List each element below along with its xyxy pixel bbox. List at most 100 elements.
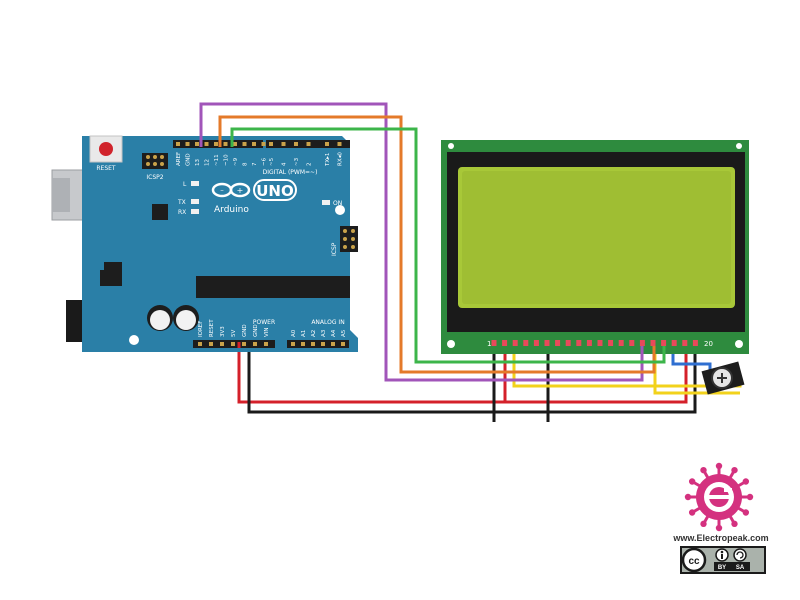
lcd-pin[interactable] — [555, 340, 561, 346]
lcd-pin[interactable] — [671, 340, 677, 346]
power-pin[interactable] — [264, 342, 268, 346]
lcd-pin[interactable] — [523, 340, 529, 346]
digital-pin-label: ~10 — [224, 154, 230, 166]
lcd-pin[interactable] — [512, 340, 518, 346]
lcd-pin[interactable] — [491, 340, 497, 346]
lcd-pin[interactable] — [692, 340, 698, 346]
lcd-pin[interactable] — [586, 340, 592, 346]
digital-pin[interactable] — [233, 142, 237, 146]
digital-pin[interactable] — [261, 142, 266, 146]
digital-pin-label: RX◂0 — [338, 152, 344, 166]
lcd-pin[interactable] — [576, 340, 582, 346]
analog-pin-label: A4 — [331, 329, 337, 337]
cc-license-badge: cc BY SA — [680, 546, 766, 574]
electropeak-logo — [684, 462, 754, 532]
lcd-pin[interactable] — [502, 340, 508, 346]
analog-pin[interactable] — [291, 342, 295, 346]
digital-pin-label: 7 — [252, 162, 258, 166]
digital-pin-label: GND — [186, 153, 192, 166]
lcd-pin[interactable] — [682, 340, 688, 346]
digital-pin-label: 12 — [205, 159, 211, 166]
electropeak-site[interactable]: www.Electropeak.com — [672, 533, 768, 543]
lcd-pin[interactable] — [565, 340, 571, 346]
reset-button-knob[interactable] — [99, 142, 113, 156]
digital-pin[interactable] — [337, 142, 342, 146]
lcd-pin-last-label: 20 — [704, 340, 713, 348]
lcd-pin[interactable] — [618, 340, 624, 346]
lcd-pin[interactable] — [661, 340, 667, 346]
wire-orange — [218, 115, 656, 374]
power-pin[interactable] — [253, 342, 257, 346]
led-tx — [191, 199, 199, 204]
digital-pin[interactable] — [223, 142, 228, 146]
led-l-label: L — [183, 181, 187, 188]
lcd-pin[interactable] — [639, 340, 645, 346]
arduino-brand: Arduino — [214, 205, 249, 215]
uno-badge — [253, 179, 297, 201]
digital-pin[interactable] — [242, 142, 247, 146]
power-pin-label: VIN — [264, 328, 270, 338]
potentiometer[interactable] — [701, 361, 745, 395]
power-label: POWER — [253, 319, 275, 326]
digital-pin-label: 2 — [307, 163, 313, 167]
digital-pin[interactable] — [306, 142, 311, 146]
digital-pin-label: AREF — [176, 152, 182, 166]
digital-pin[interactable] — [185, 142, 190, 146]
digital-pin[interactable] — [214, 142, 218, 146]
digital-pin[interactable] — [281, 142, 286, 146]
power-pin[interactable] — [198, 342, 202, 346]
lcd-pin[interactable] — [533, 340, 539, 346]
led-tx-label: TX — [177, 199, 186, 206]
analog-pin-label: A5 — [341, 329, 347, 337]
icsp2-header — [142, 153, 168, 169]
analog-pin[interactable] — [311, 342, 315, 346]
led-on — [322, 200, 330, 205]
digital-pin[interactable] — [176, 142, 180, 146]
digital-pin[interactable] — [195, 142, 199, 146]
power-pin-label: GND — [253, 324, 259, 337]
analog-pin[interactable] — [301, 342, 305, 346]
led-rx — [191, 209, 199, 214]
digital-pin-label: ~5 — [269, 157, 275, 166]
power-pin[interactable] — [220, 342, 224, 346]
sa-icon — [733, 548, 747, 562]
wire-lcd-blue — [671, 346, 712, 372]
icsp2-label: ICSP2 — [146, 174, 163, 181]
analog-header — [287, 340, 349, 348]
lcd-pin[interactable] — [597, 340, 603, 346]
lcd-pin[interactable] — [650, 340, 656, 346]
uno-label: UNO — [256, 182, 294, 200]
wire-purple — [199, 102, 644, 382]
digital-pin[interactable] — [325, 142, 329, 146]
led-l — [191, 181, 199, 186]
power-pin[interactable] — [209, 342, 213, 346]
cc-icon — [681, 547, 707, 573]
digital-pin[interactable] — [204, 142, 209, 146]
power-pin-label: 5V — [231, 330, 237, 337]
analog-pin[interactable] — [331, 342, 335, 346]
lcd-pin[interactable] — [629, 340, 635, 346]
lcd-module: 1 20 — [441, 140, 749, 354]
power-pin-label: GND — [242, 324, 248, 337]
wire-green — [230, 127, 666, 364]
power-pin[interactable] — [231, 342, 235, 346]
by-text: BY — [718, 565, 726, 571]
digital-pin-label: 8 — [243, 162, 249, 166]
lcd-pin[interactable] — [544, 340, 550, 346]
digital-pin[interactable] — [269, 142, 273, 146]
icsp-header — [340, 226, 358, 252]
digital-pin-label: TX▸1 — [325, 153, 331, 167]
lcd-pin[interactable] — [608, 340, 614, 346]
power-pin-label: IOREF — [198, 321, 204, 337]
digital-pin[interactable] — [252, 142, 256, 146]
cc-text: cc — [688, 556, 700, 567]
power-pin[interactable] — [242, 342, 246, 346]
analog-pin[interactable] — [321, 342, 325, 346]
wire-gnd-bus — [492, 412, 550, 422]
digital-pin[interactable] — [294, 142, 298, 146]
analog-pin[interactable] — [341, 342, 345, 346]
digital-pin-label: ~3 — [294, 157, 300, 166]
analog-pin-label: A0 — [291, 329, 297, 337]
